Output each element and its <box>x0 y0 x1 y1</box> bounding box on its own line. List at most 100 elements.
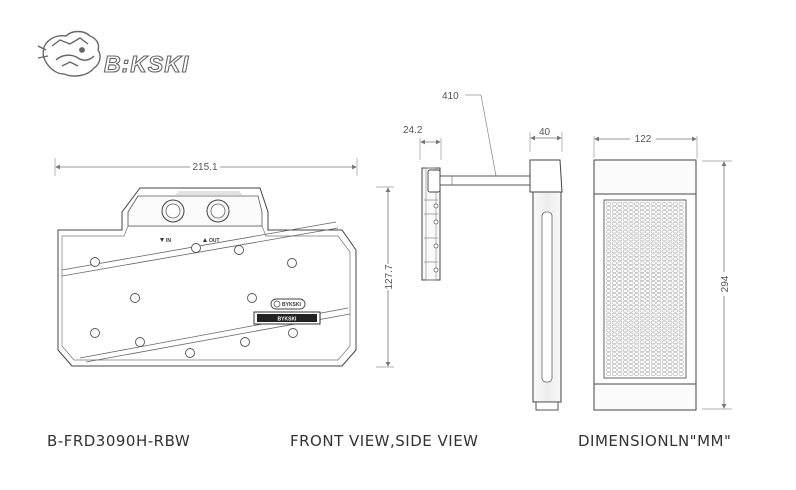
fin-cell <box>628 249 634 254</box>
fin-cell <box>662 312 667 317</box>
fin-cell <box>656 336 662 341</box>
fin-cell <box>617 324 623 329</box>
fin-cell <box>678 332 684 337</box>
fin-cell <box>667 316 673 321</box>
fin-cell <box>678 360 684 364</box>
fin-cell <box>628 237 634 242</box>
fin-cell <box>628 214 634 218</box>
fin-cell <box>678 336 684 341</box>
fin-cell <box>634 289 639 293</box>
fin-cell <box>678 269 684 273</box>
fin-cell <box>667 206 673 210</box>
fin-cell <box>623 206 628 210</box>
fin-cell <box>662 332 667 337</box>
fin-cell <box>667 368 673 372</box>
fin-cell <box>667 285 673 289</box>
fin-cell <box>673 364 678 368</box>
fin-cell <box>617 356 623 360</box>
fin-cell <box>667 281 673 285</box>
fin-cell <box>662 214 667 218</box>
fin-cell <box>617 265 623 269</box>
fin-cell <box>623 233 628 238</box>
fin-cell <box>678 273 684 277</box>
fin-cell <box>611 316 617 321</box>
radiator-width-label: 122 <box>635 134 652 145</box>
fin-cell <box>617 233 623 238</box>
fin-cell <box>606 316 612 321</box>
fin-cell <box>678 229 684 234</box>
fin-cell <box>667 269 673 273</box>
fin-cell <box>623 277 628 281</box>
fin-cell <box>611 214 617 218</box>
fin-cell <box>673 261 678 265</box>
fin-cell <box>673 265 678 269</box>
fin-cell <box>645 210 651 214</box>
fin-cell <box>673 360 678 364</box>
fin-cell <box>678 320 684 325</box>
fin-cell <box>628 218 634 222</box>
fin-cell <box>656 269 662 273</box>
fin-cell <box>645 225 651 230</box>
fin-cell <box>673 309 678 313</box>
fin-cell <box>662 253 667 258</box>
fin-cell <box>656 273 662 277</box>
fin-cell <box>617 222 623 226</box>
fin-cell <box>667 249 673 254</box>
fin-cell <box>634 336 639 341</box>
fin-cell <box>662 202 667 206</box>
fin-cell <box>645 285 651 289</box>
fin-cell <box>667 253 673 258</box>
fin-cell <box>667 222 673 226</box>
fin-cell <box>650 352 656 356</box>
fin-cell <box>634 285 639 289</box>
fin-cell <box>656 364 662 368</box>
fin-cell <box>656 214 662 218</box>
fin-cell <box>623 301 628 305</box>
fin-cell <box>639 301 645 305</box>
fin-cell <box>611 249 617 254</box>
fin-cell <box>623 372 628 376</box>
fin-cell <box>673 225 678 230</box>
fin-cell <box>667 214 673 218</box>
fin-cell <box>617 301 623 305</box>
fin-cell <box>678 265 684 269</box>
fin-cell <box>634 257 639 261</box>
fin-cell <box>634 273 639 277</box>
fin-cell <box>617 285 623 289</box>
fin-cell <box>650 289 656 293</box>
fin-cell <box>623 269 628 273</box>
fin-cell <box>611 265 617 269</box>
fin-cell <box>656 261 662 265</box>
fin-cell <box>650 336 656 341</box>
fin-cell <box>662 328 667 333</box>
screw <box>135 337 145 347</box>
tube-length-label: 410 <box>442 91 459 102</box>
fin-cell <box>673 320 678 325</box>
side-view: 24.2 <box>403 125 442 281</box>
fin-cell <box>623 222 628 226</box>
fin-cell <box>656 340 662 345</box>
tube: 410 <box>439 91 535 186</box>
fin-cell <box>628 225 634 230</box>
fin-cell <box>656 324 662 329</box>
fin-cell <box>623 316 628 321</box>
fin-cell <box>678 289 684 293</box>
fin-cell <box>639 202 645 206</box>
fin-cell <box>634 368 639 372</box>
fin-cell <box>678 344 684 348</box>
fin-cell <box>667 218 673 222</box>
fin-cell <box>623 312 628 317</box>
fin-cell <box>628 281 634 285</box>
fin-cell <box>639 210 645 214</box>
fin-cell <box>667 332 673 337</box>
fin-cell <box>611 344 617 348</box>
fin-cell <box>656 257 662 261</box>
fin-cell <box>650 210 656 214</box>
fin-cell <box>617 214 623 218</box>
fin-cell <box>606 293 612 297</box>
fin-cell <box>656 265 662 269</box>
fin-cell <box>606 320 612 325</box>
fin-cell <box>639 261 645 265</box>
fin-cell <box>667 229 673 234</box>
fin-cell <box>628 257 634 261</box>
